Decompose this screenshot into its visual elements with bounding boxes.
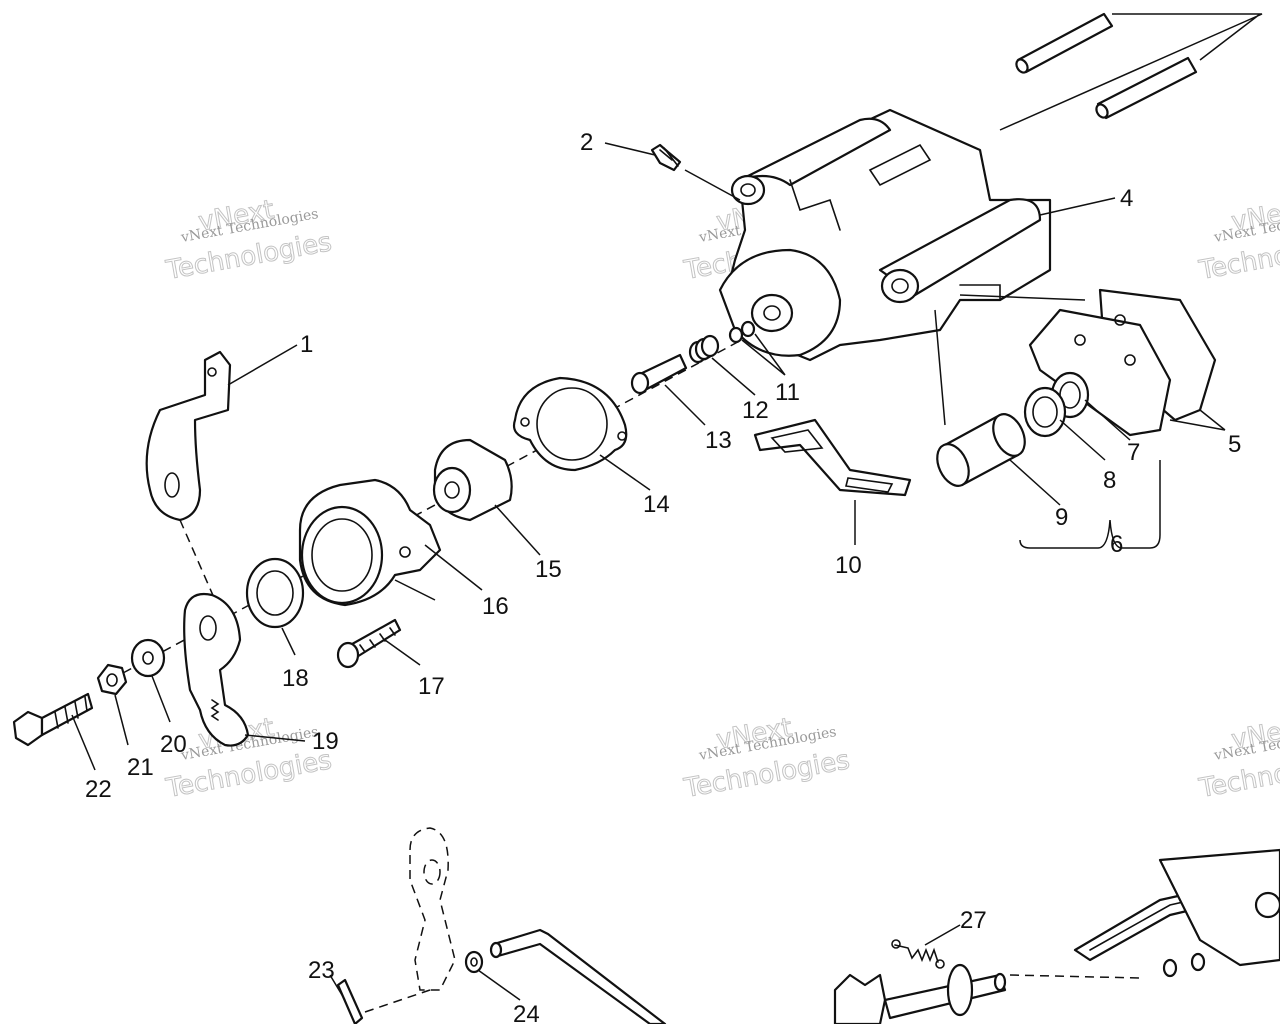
leader-16	[424, 544, 483, 591]
callout-24: 24	[513, 1001, 540, 1024]
leader-7	[1084, 399, 1131, 441]
leader-12	[711, 357, 756, 396]
callout-22: 22	[85, 776, 112, 803]
leader-13	[664, 384, 706, 426]
bracket-1	[145, 350, 232, 522]
guide-pin-lower	[1095, 56, 1198, 120]
bolt-23	[336, 978, 364, 1024]
washer-24	[464, 950, 484, 974]
guide-pin-upper	[1015, 12, 1114, 74]
callout-1: 1	[300, 331, 313, 358]
spring-27	[891, 939, 945, 969]
leader-16b	[394, 579, 436, 601]
bleed-screw	[650, 143, 682, 172]
leader-21	[114, 694, 129, 746]
callout-18: 18	[282, 665, 309, 692]
pad-axis-lines	[934, 294, 1086, 426]
spring-12	[688, 334, 720, 364]
leader-14	[599, 454, 651, 491]
leader-5	[1169, 409, 1226, 431]
cam-15	[432, 438, 513, 522]
leader-23	[329, 974, 346, 1001]
nut-21	[96, 663, 128, 696]
leader-27	[924, 924, 961, 946]
callout-11: 11	[775, 379, 800, 406]
lever-arm-19	[183, 592, 250, 747]
brake-rod	[489, 928, 667, 1024]
callout-9: 9	[1055, 504, 1068, 531]
callout-10: 10	[835, 552, 862, 579]
callout-6: 6	[1110, 531, 1123, 558]
callout-5: 5	[1228, 431, 1241, 458]
leader-18	[281, 627, 296, 656]
leader-11	[741, 333, 786, 376]
callout-14: 14	[643, 491, 670, 518]
leader-6-bracket	[1019, 460, 1161, 549]
pedal-axis-line	[1009, 974, 1141, 979]
assembly-axis-left	[179, 519, 216, 601]
pedal-pivot	[833, 963, 1007, 1024]
leader-17	[384, 639, 421, 666]
callout-19: 19	[312, 728, 339, 755]
callout-17: 17	[418, 673, 445, 700]
watermark-3: vNext vNext Technologies Technologies	[1196, 194, 1280, 286]
callout-13: 13	[705, 427, 732, 454]
lower-lever	[409, 827, 456, 991]
pin-13	[630, 353, 688, 395]
leader-19	[244, 734, 306, 742]
watermark-5: vNext vNext Technologies Technologies	[681, 712, 853, 804]
callout-7: 7	[1127, 439, 1140, 466]
callout-27: 27	[960, 907, 987, 934]
piston-9	[936, 413, 1026, 487]
callout-23: 23	[308, 957, 335, 984]
bolt-22	[12, 692, 94, 747]
leader-20	[151, 675, 171, 723]
callout-2: 2	[580, 129, 593, 156]
callout-16: 16	[482, 593, 509, 620]
ring-18	[245, 557, 305, 629]
lower-axis-line	[364, 989, 431, 1013]
callout-8: 8	[1103, 467, 1116, 494]
o-rings-11	[728, 320, 756, 344]
brake-pad-set	[1028, 288, 1217, 437]
piston-seal-8	[1023, 386, 1067, 438]
callout-20: 20	[160, 731, 187, 758]
screw-17	[336, 618, 402, 669]
callout-15: 15	[535, 556, 562, 583]
leader-15	[494, 504, 541, 556]
watermark-6: vNext vNext Technologies Technologies	[1196, 712, 1280, 804]
leader-8	[1059, 419, 1106, 461]
pad-clip	[753, 418, 912, 497]
brake-pedal	[1073, 848, 1280, 978]
callout-4: 4	[1120, 185, 1133, 212]
gasket-14	[512, 376, 628, 472]
caliper-body	[718, 108, 1052, 362]
leader-24	[477, 969, 521, 1001]
leader-22	[71, 714, 96, 771]
watermark-1: vNext vNext Technologies Technologies	[163, 194, 335, 286]
actuator-housing-16	[298, 478, 442, 607]
leader-9	[1009, 459, 1061, 506]
leader-1	[227, 344, 298, 386]
leader-2	[604, 142, 741, 201]
washer-20	[130, 638, 166, 678]
pin-leader-lines	[999, 13, 1263, 131]
callout-12: 12	[742, 397, 769, 424]
leader-4	[1039, 197, 1116, 216]
callout-21: 21	[127, 754, 154, 781]
